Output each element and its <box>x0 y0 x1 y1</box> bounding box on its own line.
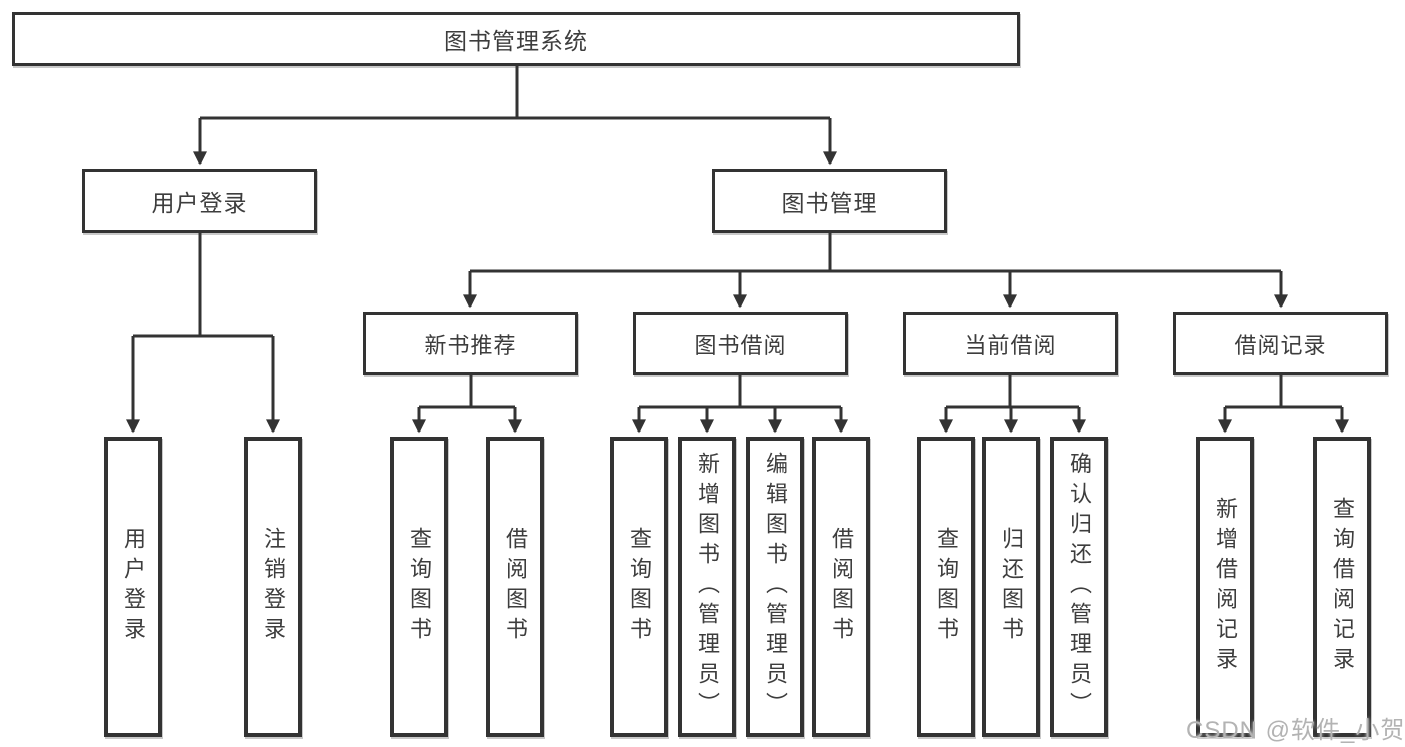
leaf-borrow-books-borrowing: 借阅图书 <box>812 437 870 737</box>
node-new-book-recommendation: 新书推荐 <box>363 312 578 375</box>
node-label: 图书借阅 <box>694 332 787 358</box>
leaf-query-books-borrowing: 查询图书 <box>610 437 668 737</box>
node-user-login: 用户登录 <box>82 169 317 233</box>
leaf-label: 编辑图书（管理员） <box>763 452 788 722</box>
connector-new-book-split <box>419 375 515 409</box>
leaf-add-borrow-record: 新增借阅记录 <box>1196 437 1254 737</box>
leaf-label: 归还图书 <box>999 527 1024 647</box>
watermark-text: CSDN @软件_小贺同学 <box>1186 717 1405 744</box>
leaf-label: 借阅图书 <box>829 527 854 647</box>
leaf-label: 新增图书（管理员） <box>695 452 720 722</box>
node-label: 图书管理系统 <box>444 28 588 54</box>
leaf-label: 借阅图书 <box>503 527 528 647</box>
leaf-label: 注销登录 <box>261 527 286 647</box>
node-current-borrowing: 当前借阅 <box>903 312 1118 375</box>
connector-current-borrowing-split <box>946 375 1079 409</box>
connector-book-management-split <box>470 233 1281 273</box>
node-label: 图书管理 <box>781 190 878 216</box>
node-label: 借阅记录 <box>1234 332 1327 358</box>
leaf-label: 查询借阅记录 <box>1330 497 1355 677</box>
leaf-user-login: 用户登录 <box>104 437 162 737</box>
connector-user-login-split <box>133 233 273 338</box>
node-book-management: 图书管理 <box>712 169 947 233</box>
leaf-query-books-recommendation: 查询图书 <box>390 437 448 737</box>
leaf-borrow-books-recommendation: 借阅图书 <box>486 437 544 737</box>
leaf-label: 用户登录 <box>121 527 146 647</box>
leaf-query-books-current: 查询图书 <box>917 437 975 737</box>
node-borrowing-records: 借阅记录 <box>1173 312 1388 375</box>
connector-borrowing-records-split <box>1225 375 1342 409</box>
leaf-label: 查询图书 <box>934 527 959 647</box>
leaf-confirm-return-admin: 确认归还（管理员） <box>1050 437 1108 737</box>
node-library-management-system: 图书管理系统 <box>12 12 1020 66</box>
leaf-query-borrow-record: 查询借阅记录 <box>1313 437 1371 737</box>
leaf-add-book-admin: 新增图书（管理员） <box>678 437 736 737</box>
node-book-borrowing: 图书借阅 <box>633 312 848 375</box>
connector-root-split <box>200 66 830 120</box>
leaf-return-books: 归还图书 <box>982 437 1040 737</box>
leaf-label: 确认归还（管理员） <box>1067 452 1092 722</box>
node-label: 当前借阅 <box>964 332 1057 358</box>
leaf-label: 查询图书 <box>627 527 652 647</box>
leaf-label: 新增借阅记录 <box>1213 497 1238 677</box>
node-label: 新书推荐 <box>424 332 517 358</box>
leaf-label: 查询图书 <box>407 527 432 647</box>
leaf-edit-book-admin: 编辑图书（管理员） <box>746 437 804 737</box>
connector-book-borrowing-split <box>639 375 841 409</box>
leaf-logout: 注销登录 <box>244 437 302 737</box>
node-label: 用户登录 <box>151 190 248 216</box>
